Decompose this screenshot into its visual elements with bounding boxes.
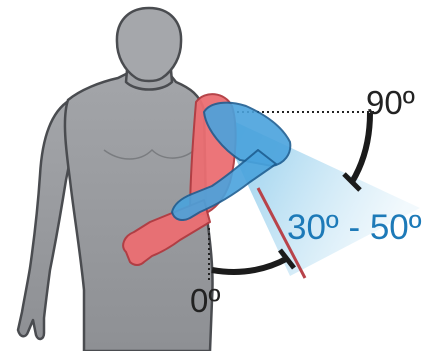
lower-angle-arc [212,250,294,272]
angle-label-0: 0º [190,284,220,317]
human-silhouette [18,8,213,351]
angle-label-range: 30º - 50º [287,210,422,245]
head [117,8,181,81]
angle-label-90: 90º [366,86,415,119]
upper-angle-arc [344,113,370,190]
